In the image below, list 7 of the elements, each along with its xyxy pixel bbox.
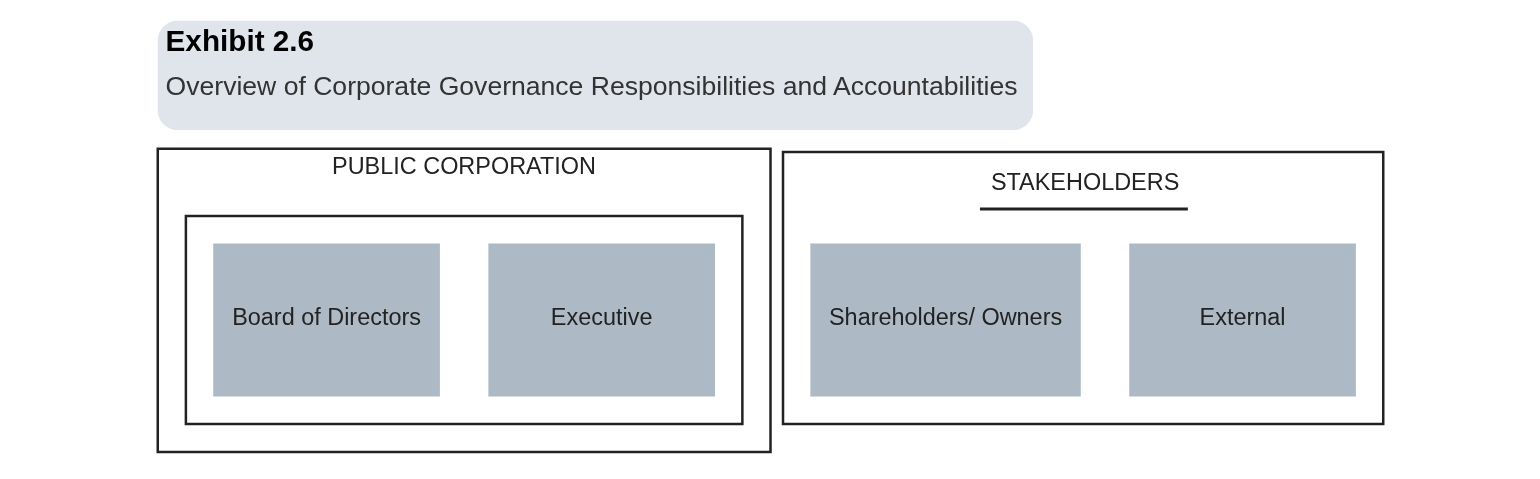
node-box: Board of Directors bbox=[212, 243, 440, 397]
cluster bbox=[184, 214, 744, 426]
node-box: External bbox=[1128, 243, 1356, 397]
diagram-title: Exhibit 2.6 bbox=[165, 23, 314, 57]
node-box: Executive bbox=[487, 243, 715, 397]
caption: Overview of Corporate Governance Responsibilities and Accountabilities bbox=[165, 71, 1017, 102]
node-box: Shareholders/ Owners bbox=[809, 243, 1081, 397]
